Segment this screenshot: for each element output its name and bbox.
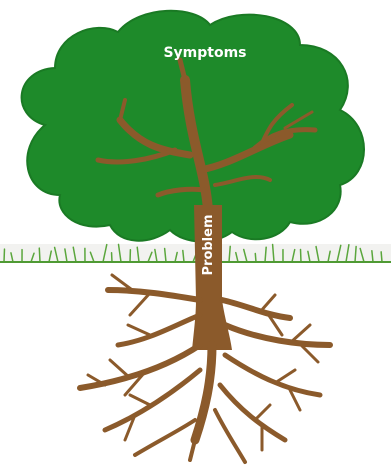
grass-blade	[39, 248, 40, 262]
trunk-label: Problem	[201, 215, 216, 276]
grass-blade	[255, 254, 256, 262]
crown-label: Symptoms	[163, 45, 246, 61]
grass-blade	[381, 252, 382, 262]
